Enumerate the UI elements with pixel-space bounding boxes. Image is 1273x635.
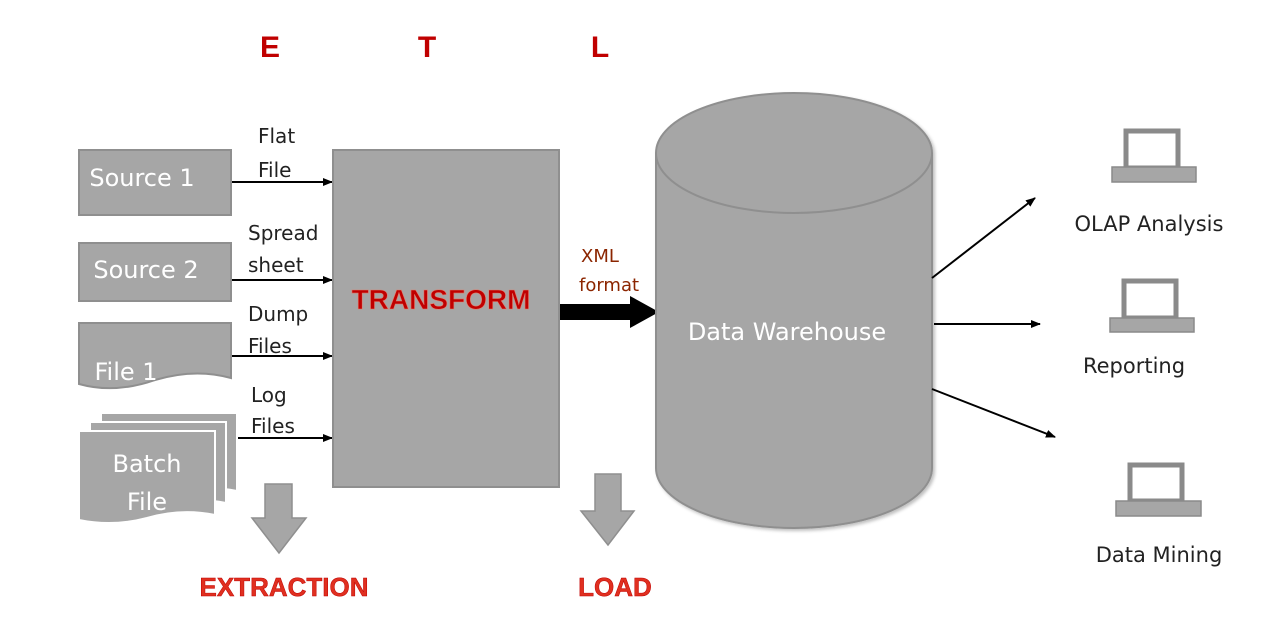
batch-file-label-line2: File — [127, 488, 167, 516]
dump-files-label-line1: Dump — [248, 302, 308, 326]
log-files-label-line1: Log — [251, 383, 287, 407]
olap-analysis-label: OLAP Analysis — [1075, 212, 1224, 236]
extraction-down-arrow — [250, 483, 308, 555]
xml-format-arrow — [560, 296, 659, 328]
source-1-label: Source 1 — [89, 164, 194, 192]
flat-file-label-line1: Flat — [258, 124, 295, 148]
data-mining-arrow — [931, 388, 1056, 438]
extraction-label: EXTRACTION — [200, 572, 369, 602]
batch-file-document-stack: Batch File — [78, 412, 238, 525]
load-label: LOAD — [578, 572, 652, 602]
flat-file-label-line2: File — [258, 158, 291, 182]
dump-files-label-line2: Files — [248, 334, 292, 358]
xml-label-line1: XML — [581, 246, 619, 267]
stage-letter-t: T — [418, 31, 436, 64]
olap-arrow — [931, 197, 1036, 279]
log-files-label-line2: Files — [251, 414, 295, 438]
file-1-document: File 1 — [78, 322, 232, 390]
spreadsheet-label-line1: Spread — [248, 221, 318, 245]
xml-label-line2: format — [579, 275, 639, 296]
laptop-icon-olap — [1111, 128, 1197, 183]
source-2-box: Source 2 — [78, 242, 232, 302]
transform-label: TRANSFORM — [352, 284, 531, 315]
stage-letter-l: L — [591, 31, 609, 64]
data-mining-label: Data Mining — [1096, 543, 1223, 567]
source-1-box: Source 1 — [78, 149, 232, 216]
data-warehouse-label: Data Warehouse — [688, 318, 886, 346]
transform-box: TRANSFORM — [332, 149, 560, 488]
spreadsheet-label-line2: sheet — [248, 253, 304, 277]
laptop-icon-reporting — [1109, 278, 1195, 333]
batch-file-label-line1: Batch — [113, 450, 182, 478]
source-2-label: Source 2 — [93, 256, 198, 284]
file-1-label: File 1 — [94, 358, 157, 386]
load-down-arrow — [579, 473, 636, 547]
laptop-icon-data-mining — [1115, 462, 1202, 517]
reporting-label: Reporting — [1083, 354, 1185, 378]
data-warehouse-cylinder: Data Warehouse — [655, 92, 933, 529]
stage-letter-e: E — [260, 31, 280, 64]
